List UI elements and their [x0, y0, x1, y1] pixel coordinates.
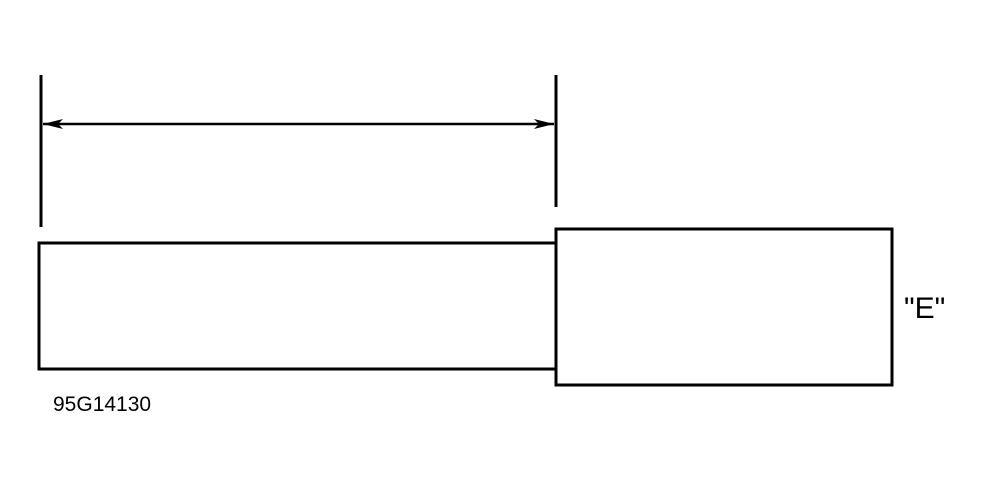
shaft-wide-section [554, 227, 894, 387]
shaft-narrow-section [37, 241, 558, 371]
end-label: "E" [904, 292, 945, 325]
figure-code: 95G14130 [53, 393, 151, 416]
